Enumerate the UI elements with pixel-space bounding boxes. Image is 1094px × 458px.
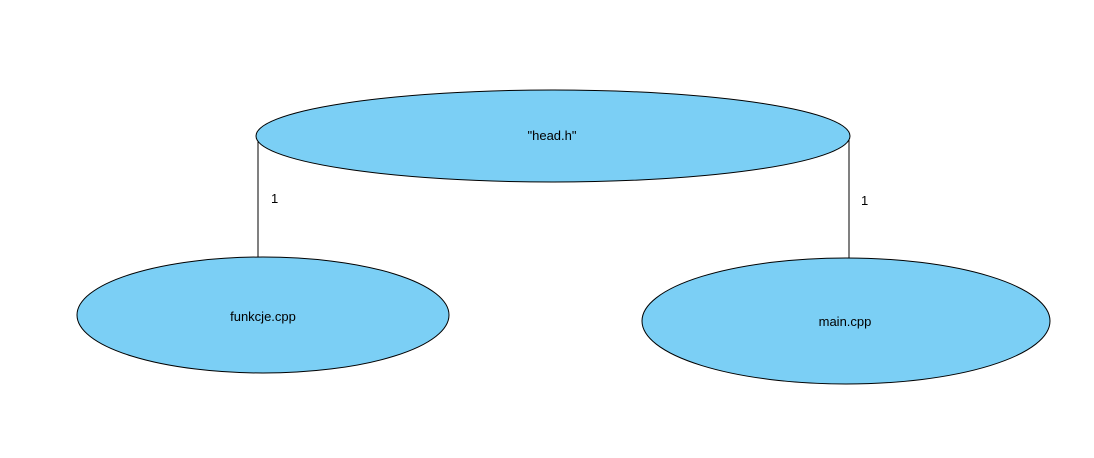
node-ellipse [76, 256, 450, 374]
edge-head-to-main: 1 [848, 138, 868, 258]
node-label: funkcje.cpp [230, 309, 296, 324]
node-main-cpp[interactable]: main.cpp [641, 257, 1051, 385]
node-head-h[interactable]: "head.h" [255, 89, 851, 183]
node-funkcje-cpp[interactable]: funkcje.cpp [76, 256, 450, 374]
multiplicity-label: 1 [271, 191, 278, 206]
node-label: "head.h" [528, 128, 577, 143]
node-ellipse [641, 257, 1051, 385]
multiplicity-label: 1 [861, 193, 868, 208]
edge-head-to-funkcje: 1 [257, 138, 278, 258]
node-ellipse [255, 89, 851, 183]
node-label: main.cpp [819, 314, 872, 329]
